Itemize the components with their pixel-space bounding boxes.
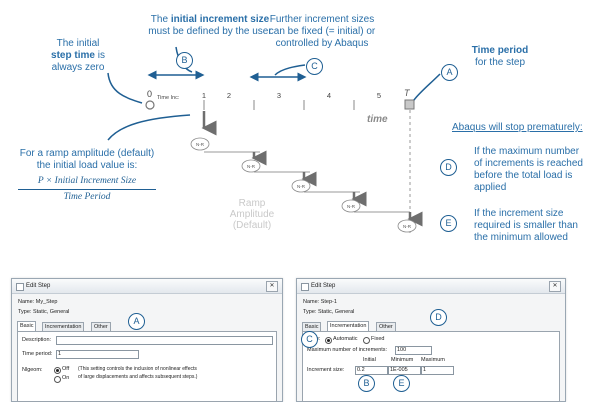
ramp-note: For a ramp amplitude (default) the initi… (19, 148, 155, 171)
col-minimum-label: Minimum (391, 357, 414, 363)
tick-label: 2 (227, 91, 231, 100)
time-axis-label: time (367, 114, 388, 125)
tab-other[interactable]: Other (376, 322, 396, 331)
time-inc-label: Time Inc: (157, 95, 180, 101)
fixed-radio[interactable] (363, 337, 370, 344)
stop-heading: Abaqus will stop prematurely: (452, 122, 583, 133)
step-name-row: Name: My_Step (18, 299, 58, 305)
axis-ticks (203, 100, 355, 110)
nr-label: N-R (403, 224, 412, 229)
step-type-row: Type: Static, General (18, 309, 70, 315)
tab-strip: Basic Incrementation Other Description: … (17, 321, 277, 402)
nlgeom-off-radio[interactable] (54, 367, 61, 374)
app-icon (16, 283, 24, 291)
nlgeom-on-radio[interactable] (54, 376, 61, 383)
tick-label: 5 (377, 91, 381, 100)
marker-a: A (441, 64, 458, 81)
max-increments-input[interactable]: 100 (395, 346, 432, 355)
ramp-formula: P × Initial Increment Size Time Period (18, 176, 156, 203)
newton-raphson-cycles (190, 137, 417, 233)
initial-increment-input[interactable]: 0.2 (355, 366, 388, 375)
tick-label: 4 (327, 91, 331, 100)
initial-increment-note: The initial increment size must be defin… (148, 14, 272, 37)
increment-size-label: Increment size: (307, 367, 345, 373)
nlgeom-on-label: On (62, 375, 70, 381)
step-type-row: Type: Static, General (303, 309, 355, 315)
minimum-increment-input[interactable]: 1E-005 (388, 366, 421, 375)
description-label: Description: (22, 337, 52, 343)
ramp-leader (107, 114, 191, 141)
close-icon[interactable]: ✕ (549, 281, 561, 292)
axis-zero-label: 0 (147, 89, 152, 99)
tab-incrementation[interactable]: Incrementation (327, 321, 370, 331)
col-initial-label: Initial (363, 357, 376, 363)
load-staircase (204, 151, 410, 213)
marker-e: E (393, 375, 410, 392)
marker-c: C (306, 58, 323, 75)
time-period-leader (413, 73, 441, 101)
tab-panel-incrementation: Type: Automatic Fixed Maximum number of … (302, 331, 560, 402)
dialog-titlebar[interactable]: Edit Step ✕ (297, 279, 565, 294)
further-increment-note: Further increment sizes can be fixed (= … (268, 14, 376, 49)
nlgeom-label: Nlgeom: (22, 367, 43, 373)
time-period-note: Time period for the step (471, 45, 529, 68)
increment-arrows (201, 111, 423, 227)
maximum-increment-input[interactable]: 1 (421, 366, 454, 375)
tab-other[interactable]: Other (91, 322, 111, 331)
edit-step-dialog-basic: Edit Step ✕ Name: My_Step Type: Static, … (11, 278, 283, 402)
edit-step-dialog-incrementation: Edit Step ✕ Name: Step-1 Type: Static, G… (296, 278, 566, 402)
timeline-diagram: N-R N-R N-R N-R N-R 0 Time Inc: 1 2 3 4 … (107, 46, 441, 235)
close-icon[interactable]: ✕ (266, 281, 278, 292)
marker-d: D (440, 159, 457, 176)
tab-basic[interactable]: Basic (17, 321, 37, 331)
automatic-label: Automatic (333, 336, 358, 342)
step-name-row: Name: Step-1 (303, 299, 337, 305)
nr-label: N-R (297, 184, 306, 189)
tick-label: 3 (277, 91, 281, 100)
axis-end-label: T (404, 88, 411, 98)
nlgeom-note-2: of large displacements and affects subse… (78, 374, 198, 380)
stop-reason-e: If the increment size required is smalle… (474, 208, 578, 243)
time-period-label: Time period: (22, 351, 53, 357)
nr-label: N-R (347, 204, 356, 209)
max-increments-label: Maximum number of increments: (307, 347, 388, 353)
app-icon (301, 283, 309, 291)
marker-b: B (358, 375, 375, 392)
marker-b: B (176, 52, 193, 69)
step-time-leader (107, 72, 143, 104)
col-maximum-label: Maximum (421, 357, 445, 363)
fixed-label: Fixed (371, 336, 385, 342)
axis-origin-marker (145, 100, 155, 110)
nr-label: N-R (247, 164, 256, 169)
nlgeom-note: (This setting controls the inclusion of … (78, 366, 197, 372)
tab-strip: Basic Incrementation Other Type: Automat… (302, 321, 560, 402)
dialog-title: Edit Step (26, 283, 51, 289)
tick-label: 1 (202, 91, 206, 100)
ramp-amplitude-label: Ramp Amplitude (Default) (229, 198, 275, 231)
stop-reason-d: If the maximum number of increments is r… (474, 146, 583, 193)
formula-denominator: Time Period (63, 192, 111, 202)
tab-basic[interactable]: Basic (302, 322, 322, 331)
marker-d: D (430, 309, 447, 326)
nr-label: N-R (196, 142, 205, 147)
marker-c: C (301, 331, 318, 348)
nlgeom-off-label: Off (62, 366, 70, 372)
automatic-radio[interactable] (325, 337, 332, 344)
time-period-input[interactable]: 1 (56, 350, 139, 359)
dialog-titlebar[interactable]: Edit Step ✕ (12, 279, 282, 294)
axis-end-marker (404, 99, 415, 110)
formula-numerator: P × Initial Increment Size (18, 176, 156, 190)
dialog-title: Edit Step (311, 283, 336, 289)
tab-panel-basic: Description: Time period: 1 Nlgeom: Off … (17, 331, 277, 402)
marker-e: E (440, 215, 457, 232)
description-input[interactable] (56, 336, 273, 345)
tab-incrementation[interactable]: Incrementation (42, 322, 85, 331)
further-increment-leader (274, 64, 306, 76)
marker-a: A (128, 313, 145, 330)
step-time-note: The initial step time is always zero (51, 38, 105, 73)
